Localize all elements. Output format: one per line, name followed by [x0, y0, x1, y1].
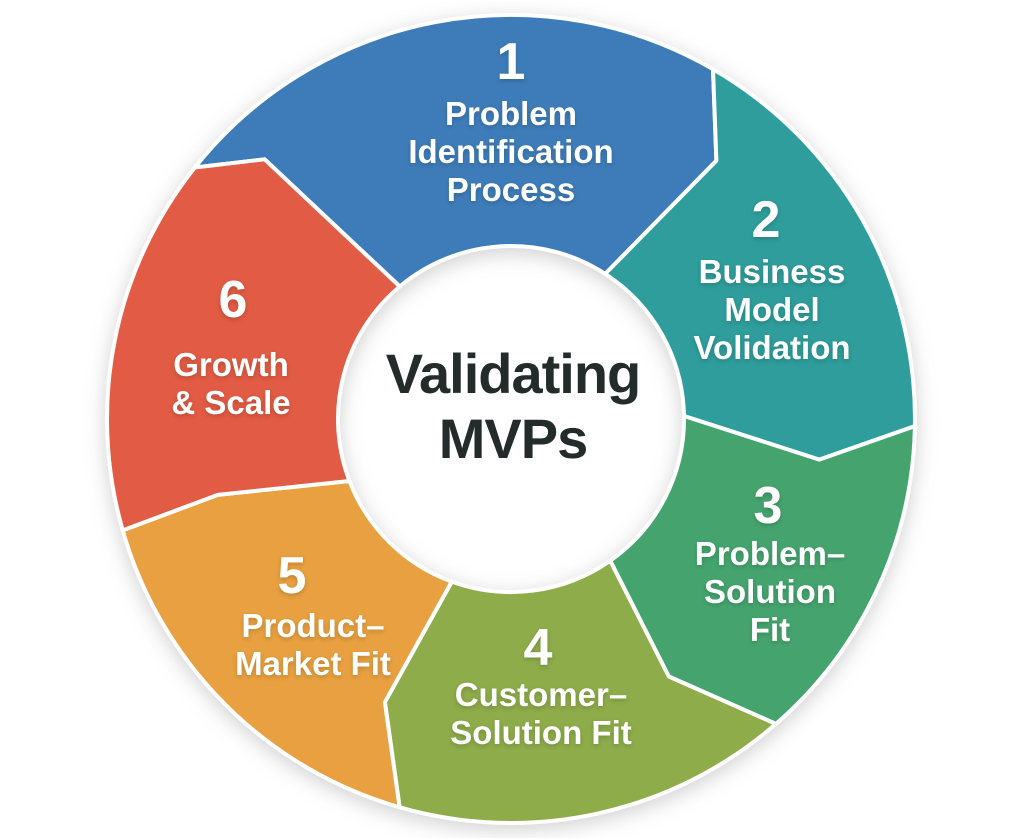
- segment-5-shape: [120, 479, 454, 810]
- segment-4-label: Customer– Solution Fit: [450, 676, 632, 751]
- segment-1-shape: [192, 12, 719, 289]
- segment-3-shape: [608, 414, 917, 726]
- center-title: Validating MVPs: [385, 342, 641, 470]
- segment-1-label: Problem Identification Process: [408, 95, 614, 208]
- segment-6-label: Growth & Scale: [171, 346, 291, 421]
- segment-4-number: 4: [523, 619, 553, 677]
- segment-2-label: Business Model Volidation: [693, 253, 851, 366]
- segment-5-number: 5: [277, 547, 307, 605]
- segment-6-number: 6: [218, 271, 248, 329]
- segment-3-label: Problem– Solution Fit: [694, 535, 846, 648]
- segment-2-shape: [603, 67, 917, 462]
- segment-1-number: 1: [496, 33, 526, 91]
- segment-4-shape: [382, 558, 778, 825]
- segment-5-label: Product– Market Fit: [235, 607, 391, 682]
- segment-2-number: 2: [751, 191, 781, 249]
- segment-3-number: 3: [753, 477, 783, 535]
- segment-6-shape: [105, 157, 402, 533]
